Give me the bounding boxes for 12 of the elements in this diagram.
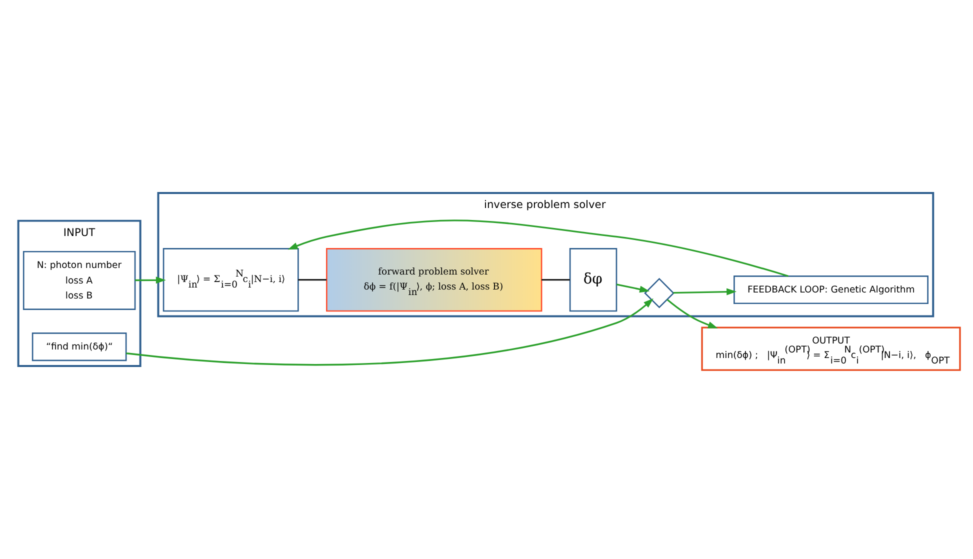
node-box: N: photon number loss A loss B [22, 250, 136, 310]
arrow [673, 288, 737, 296]
node-box: δφ [569, 248, 618, 312]
node-box: FEEDBACK LOOP: Genetic Algorithm [734, 276, 928, 304]
connector [298, 279, 327, 281]
arrow [135, 276, 166, 284]
node-box: “find min(δϕ)“ [32, 332, 127, 362]
arrow [126, 298, 654, 366]
arrow [288, 220, 789, 277]
arrow [616, 284, 650, 293]
arrow [666, 299, 718, 328]
connector [542, 279, 570, 281]
